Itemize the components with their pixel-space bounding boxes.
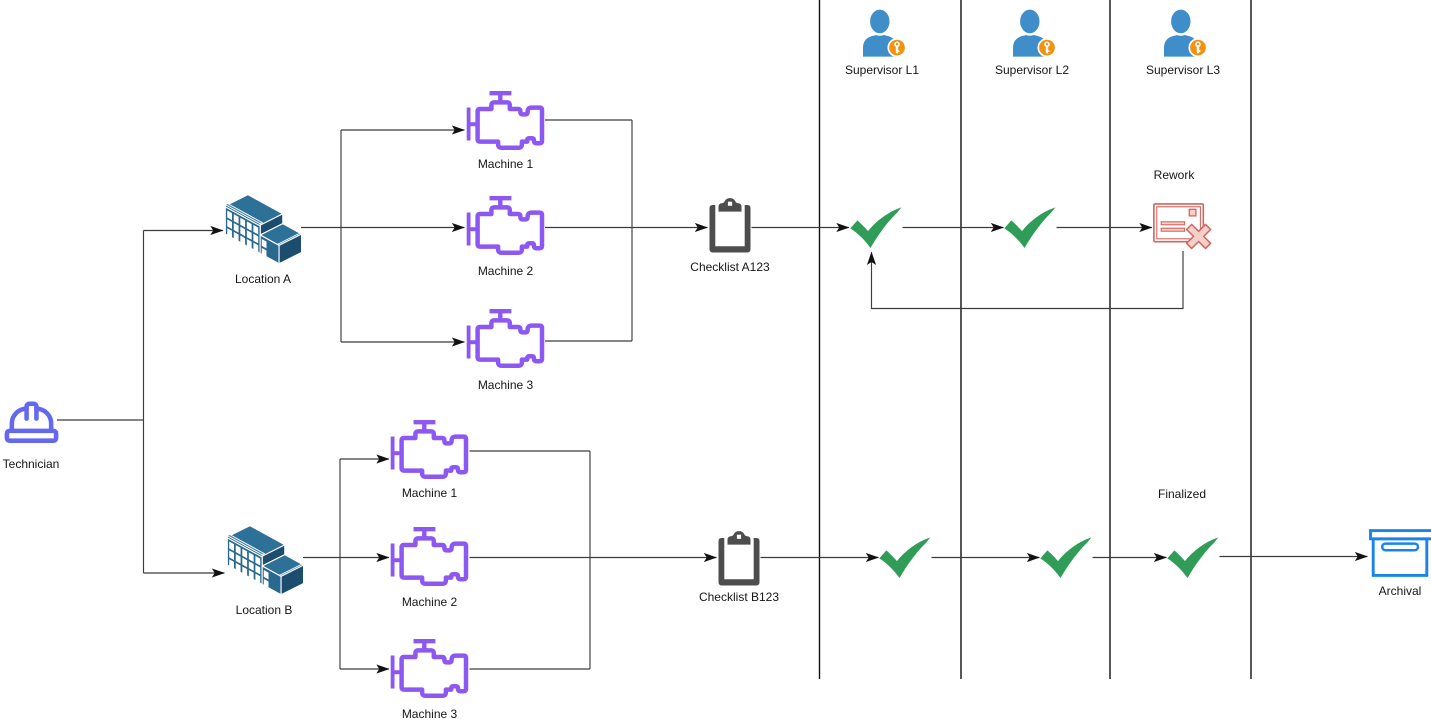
engine-icon xyxy=(466,196,545,256)
approval-b2-node[interactable] xyxy=(1040,537,1092,579)
building-icon xyxy=(224,189,301,268)
checklist-a-node[interactable] xyxy=(709,197,751,253)
archival-label: Archival xyxy=(1378,583,1422,598)
approval-a2-node[interactable] xyxy=(1004,207,1056,249)
swimlane-lines xyxy=(818,0,1252,679)
approval-b3-node[interactable] xyxy=(1167,537,1219,579)
connector xyxy=(866,251,1184,310)
location-a-node[interactable] xyxy=(224,189,301,268)
supervisor-l1-label: Supervisor L1 xyxy=(844,63,920,77)
rejected-document-icon xyxy=(1153,203,1213,250)
machine-b1-node[interactable] xyxy=(390,420,469,480)
clipboard-icon xyxy=(718,530,760,586)
supervisor-l3-label: Supervisor L3 xyxy=(1145,63,1221,77)
check-icon xyxy=(1167,537,1219,579)
engine-icon xyxy=(390,420,469,480)
check-icon xyxy=(1040,537,1092,579)
machine-a1-label: Machine 1 xyxy=(477,157,534,171)
supervisor-l1-node[interactable] xyxy=(862,8,906,57)
machine-a1-node[interactable] xyxy=(466,91,545,151)
engine-icon xyxy=(466,309,545,369)
checklist-b-node[interactable] xyxy=(718,530,760,586)
person-key-icon xyxy=(1163,8,1207,57)
finalized-label: Finalized xyxy=(1157,487,1207,501)
machine-b2-label: Machine 2 xyxy=(401,594,458,609)
check-icon xyxy=(850,207,902,249)
machine-b3-label: Machine 3 xyxy=(401,707,458,721)
technician-label: Technician xyxy=(2,457,60,471)
archival-node[interactable] xyxy=(1369,529,1431,577)
technician-node[interactable] xyxy=(2,394,61,453)
machine-b3-node[interactable] xyxy=(390,639,469,699)
checklist-a-label: Checklist A123 xyxy=(690,260,770,274)
approval-a1-node[interactable] xyxy=(850,207,902,249)
location-b-label: Location B xyxy=(235,603,293,617)
engine-icon xyxy=(466,91,545,151)
location-b-node[interactable] xyxy=(226,520,303,599)
check-icon xyxy=(1004,207,1056,249)
archive-box-icon xyxy=(1369,529,1431,577)
person-key-icon xyxy=(1012,8,1056,57)
engine-icon xyxy=(390,527,469,587)
person-key-icon xyxy=(862,8,906,57)
check-icon xyxy=(879,537,931,579)
machine-a2-node[interactable] xyxy=(466,196,545,256)
machine-a3-node[interactable] xyxy=(466,309,545,369)
clipboard-icon xyxy=(709,197,751,253)
machine-b2-node[interactable] xyxy=(390,527,469,587)
building-icon xyxy=(226,520,303,599)
machine-a2-label: Machine 2 xyxy=(477,263,534,278)
connectors xyxy=(57,119,1368,674)
checklist-b-label: Checklist B123 xyxy=(698,590,780,604)
approval-b1-node[interactable] xyxy=(879,537,931,579)
hard-hat-icon xyxy=(2,394,61,453)
supervisor-l3-node[interactable] xyxy=(1163,8,1207,57)
supervisor-l2-node[interactable] xyxy=(1012,8,1056,57)
location-a-label: Location A xyxy=(234,272,292,286)
machine-a3-label: Machine 3 xyxy=(477,377,534,392)
rework-label: Rework xyxy=(1153,167,1195,182)
engine-icon xyxy=(390,639,469,699)
supervisor-l2-label: Supervisor L2 xyxy=(994,63,1070,77)
rework-node[interactable] xyxy=(1153,203,1213,250)
machine-b1-label: Machine 1 xyxy=(401,486,458,500)
